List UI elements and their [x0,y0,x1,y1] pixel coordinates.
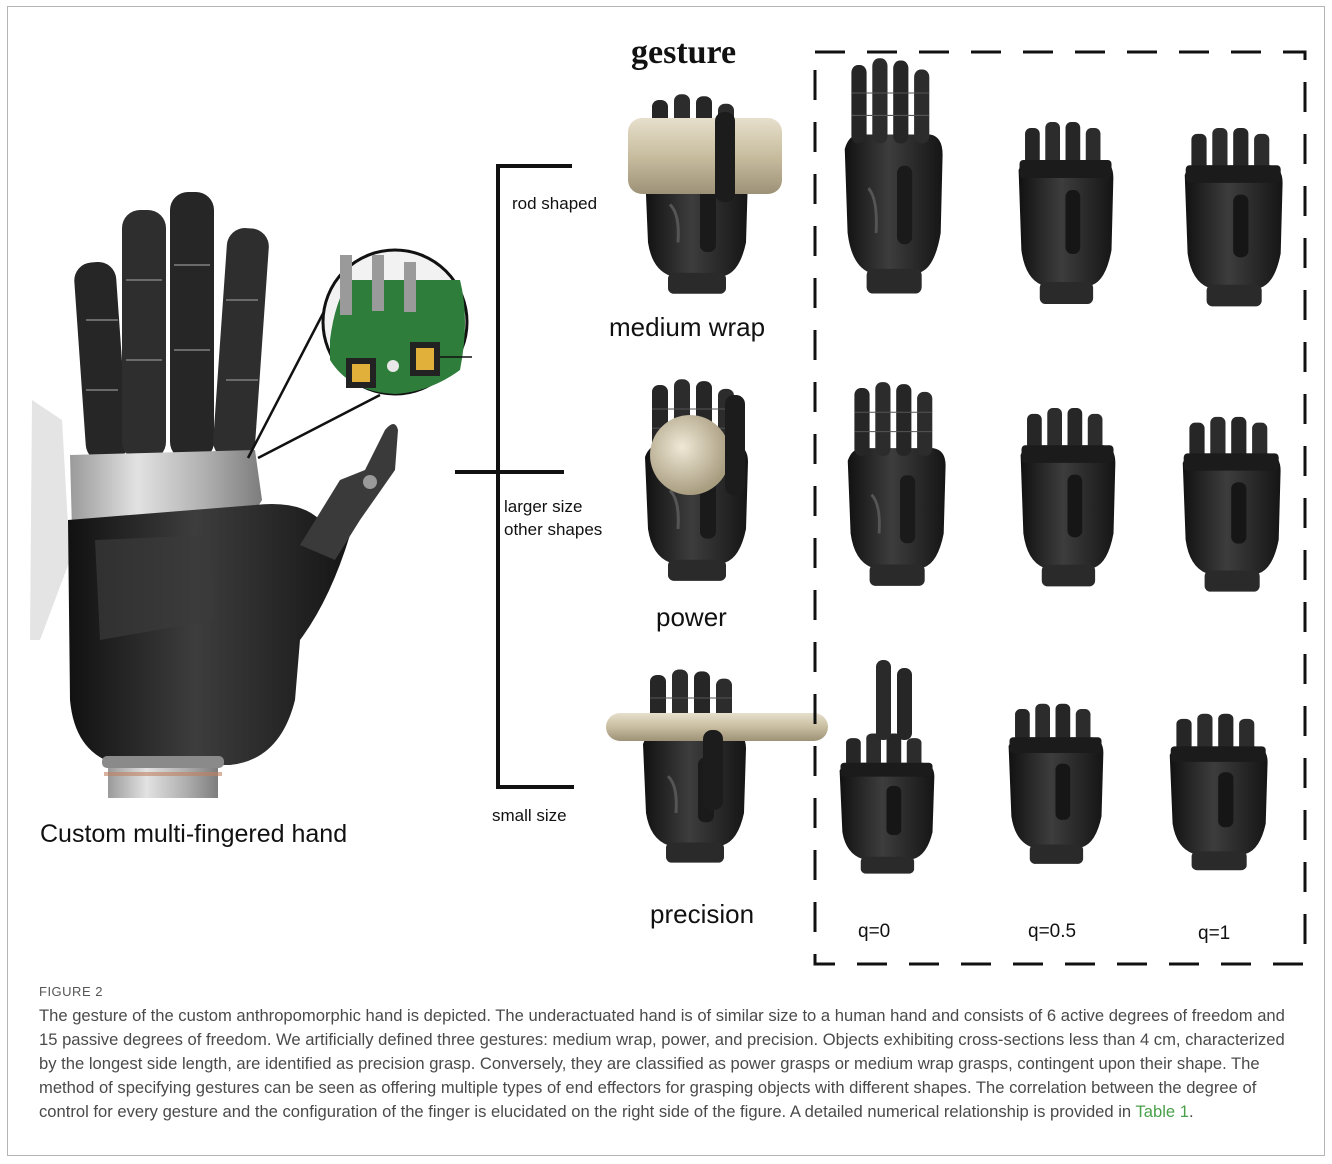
gesture-precision-hand [606,669,828,862]
gesture-heading: gesture [631,34,736,71]
caption-end: . [1189,1102,1194,1121]
gesture-label-power: power [656,602,727,632]
category-rod-shaped: rod shaped [512,194,597,213]
q-label-1: q=1 [1198,923,1230,944]
config-precision-q1 [1170,714,1268,871]
q-label-0: q=0 [858,921,890,942]
caption-text: The gesture of the custom anthropomorphi… [39,1006,1285,1121]
sensor-inset [248,250,472,458]
table-1-link[interactable]: Table 1 [1135,1102,1189,1121]
gesture-label-precision: precision [650,899,754,929]
gesture-medium-wrap-hand [628,94,782,294]
config-power-q05 [1021,408,1116,586]
category-larger-size: larger size [504,497,582,516]
config-medium-wrap-q0 [845,58,943,293]
config-power-q0 [848,382,946,586]
config-precision-q0 [840,660,935,874]
q-label-0-5: q=0.5 [1028,921,1076,942]
gesture-power-hand [645,379,748,581]
config-power-q1 [1183,417,1281,592]
figure-label: FIGURE 2 [39,984,103,999]
gesture-label-medium-wrap: medium wrap [609,312,765,342]
hand-caption: Custom multi-fingered hand [40,820,347,848]
config-precision-q05 [1009,704,1104,864]
category-small-size: small size [492,806,567,825]
figure-illustration: Custom multi-fingered hand rod shaped la… [0,0,1332,980]
figure-caption: The gesture of the custom anthropomorphi… [39,1004,1301,1124]
config-medium-wrap-q1 [1185,128,1283,306]
config-medium-wrap-q05 [1019,122,1114,304]
classification-bracket [455,166,574,787]
category-other-shapes: other shapes [504,520,602,539]
